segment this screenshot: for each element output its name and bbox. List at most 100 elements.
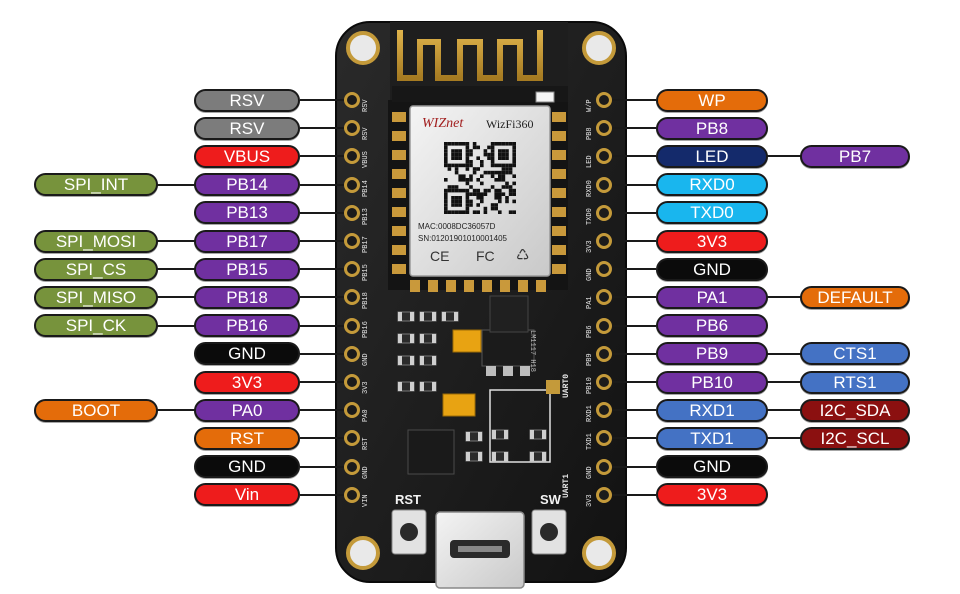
qr-cell <box>501 152 506 157</box>
qr-cell <box>454 149 459 153</box>
sw-board-label: SW <box>540 492 561 507</box>
pin-lead-right <box>612 409 656 412</box>
qr-cell <box>512 192 516 196</box>
castellated-pad <box>464 280 474 292</box>
pin-lead-left <box>300 296 344 299</box>
pin-label-right: PB10 <box>656 370 768 394</box>
silkscreen-right: 3V3 <box>586 240 594 253</box>
pin-lead-left <box>300 155 344 158</box>
silkscreen-left: VBUS <box>362 151 370 169</box>
silkscreen-left: RSV <box>362 127 370 141</box>
pin-label-right: TXD1 <box>656 426 768 450</box>
pin-label-left: PB17 <box>194 229 300 253</box>
qr-cell <box>501 149 506 153</box>
pin-lead-right <box>612 381 656 383</box>
regulator-marking: LM1117 H18 <box>528 330 536 373</box>
qr-cell <box>476 192 480 196</box>
alt-lead-left <box>156 324 196 327</box>
qr-cell <box>472 210 477 214</box>
qr-cell <box>505 167 509 171</box>
qr-cell <box>465 156 470 160</box>
silkscreen-right: PB9 <box>586 353 594 366</box>
header-pin-left <box>344 148 360 165</box>
qr-cell <box>444 142 448 146</box>
pin-label-left: RSV <box>194 116 300 140</box>
silkscreen-right: GND <box>586 465 594 479</box>
header-pin-left <box>344 92 360 108</box>
qr-cell <box>454 156 459 160</box>
qr-cell <box>501 185 506 189</box>
pin-lead-right <box>612 465 656 468</box>
qr-cell <box>487 156 491 160</box>
pin-lead-left <box>300 493 344 496</box>
qr-cell <box>512 160 516 164</box>
pin-lead-right <box>612 296 656 299</box>
alt-lead-right <box>766 381 804 383</box>
qr-cell <box>512 163 516 168</box>
qr-cell <box>444 156 448 160</box>
qr-cell <box>498 170 502 175</box>
header-pin-right <box>596 176 612 193</box>
pin-lead-right <box>612 493 656 496</box>
silkscreen-right: PB10 <box>586 377 594 394</box>
qr-cell <box>490 203 495 207</box>
qr-cell <box>472 145 477 150</box>
alt-lead-right <box>766 437 804 440</box>
qr-cell <box>498 174 502 178</box>
silkscreen-right: GND <box>586 268 594 282</box>
pin-label-right: PB8 <box>656 116 768 140</box>
alt-function-label-left: SPI_MISO <box>34 285 158 309</box>
castellated-pad <box>392 245 406 255</box>
qr-cell <box>465 149 470 153</box>
header-pin-left <box>344 458 360 475</box>
qr-cell <box>444 192 448 196</box>
pin-label-right: GND <box>656 455 768 479</box>
qr-cell <box>490 163 495 168</box>
header-pin-right <box>596 261 612 278</box>
header-pin-left <box>344 120 360 137</box>
alt-lead-left <box>156 268 196 271</box>
qr-cell <box>501 163 506 168</box>
silkscreen-left: PB16 <box>362 320 370 338</box>
qr-cell <box>480 160 484 164</box>
castellated-pad <box>392 188 406 198</box>
header-pin-right <box>596 289 612 306</box>
qr-cell <box>476 178 480 182</box>
smd-component <box>465 451 483 462</box>
qr-cell <box>454 170 459 175</box>
voltage-regulator <box>481 329 535 367</box>
alt-function-label-left: BOOT <box>34 398 158 422</box>
qr-cell <box>472 188 477 193</box>
silkscreen-right: TXD0 <box>586 207 594 225</box>
qr-cell <box>505 163 509 168</box>
header-pin-right <box>596 374 612 390</box>
qr-cell <box>498 156 502 160</box>
qr-cell <box>483 210 488 214</box>
pin-lead-right <box>612 127 656 130</box>
weee-mark: ♺ <box>516 246 530 264</box>
pin-label-right: PA1 <box>656 285 768 309</box>
alt-function-label-left: SPI_CS <box>34 257 158 281</box>
smd-component <box>465 431 483 442</box>
qr-cell <box>472 192 477 196</box>
qr-cell <box>462 178 466 182</box>
qr-cell <box>508 170 513 175</box>
qr-cell <box>476 203 480 207</box>
silkscreen-left: PB13 <box>362 207 370 225</box>
qr-cell <box>494 203 498 207</box>
qr-cell <box>480 192 484 196</box>
qr-cell <box>512 181 516 186</box>
alt-lead-left <box>156 296 196 299</box>
qr-cell <box>469 203 473 207</box>
qr-cell <box>454 152 459 157</box>
qr-cell <box>505 185 509 189</box>
qr-cell <box>458 199 462 204</box>
qr-cell <box>465 199 470 204</box>
qr-cell <box>498 152 502 157</box>
header-pin-right <box>596 204 612 221</box>
castellated-pad <box>446 280 456 292</box>
smd-component <box>419 311 437 322</box>
qr-cell <box>476 196 480 200</box>
castellated-pad <box>392 169 406 179</box>
